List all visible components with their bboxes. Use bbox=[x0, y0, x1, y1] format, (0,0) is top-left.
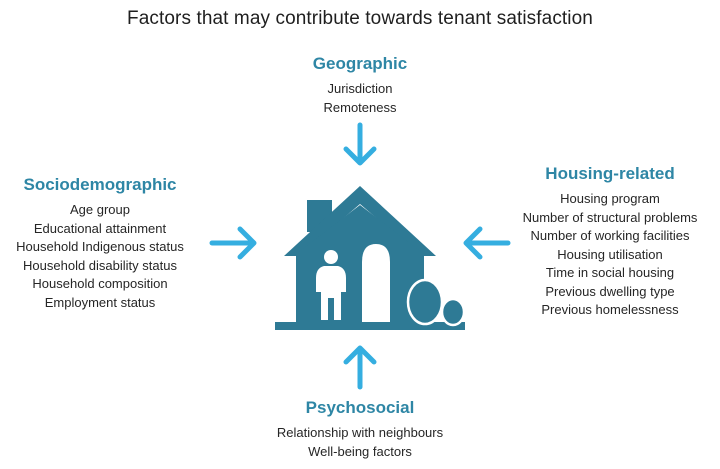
factor-item: Housing utilisation bbox=[557, 246, 663, 262]
arrow-up-icon bbox=[343, 345, 377, 390]
group-heading-sociodemographic: Sociodemographic bbox=[23, 175, 177, 194]
factor-item: Time in social housing bbox=[545, 265, 675, 280]
group-heading-geographic: Geographic bbox=[312, 54, 408, 73]
factor-item: Jurisdiction bbox=[327, 81, 393, 96]
group-geographic: Geographic Jurisdiction Remoteness bbox=[250, 54, 470, 117]
house-roof bbox=[284, 186, 436, 256]
arrow-left-icon bbox=[463, 226, 511, 260]
factor-item: Number of working facilities bbox=[530, 228, 690, 243]
factor-item: Previous homelessness bbox=[541, 302, 679, 317]
factor-item: Housing program bbox=[560, 191, 660, 206]
factor-item: Relationship with neighbours bbox=[276, 425, 444, 440]
group-items-sociodemographic: Age group Educational attainment Househo… bbox=[0, 201, 200, 312]
group-heading-housing-related: Housing-related bbox=[545, 164, 675, 183]
door-icon bbox=[362, 244, 390, 322]
diagram-title: Factors that may contribute towards tena… bbox=[127, 8, 593, 29]
person-icon bbox=[316, 250, 346, 320]
factor-item: Household Indigenous status bbox=[16, 239, 184, 254]
group-heading-psychosocial: Psychosocial bbox=[305, 398, 415, 417]
group-housing-related: Housing-related Housing program Number o… bbox=[500, 164, 720, 320]
shrub-icon bbox=[406, 278, 466, 327]
arrow-down-icon bbox=[343, 122, 377, 166]
factor-item: Number of structural problems bbox=[522, 209, 698, 225]
factor-item: Previous dwelling type bbox=[545, 283, 675, 299]
factor-item: Well-being factors bbox=[308, 443, 412, 459]
arrow-right-icon bbox=[209, 226, 257, 260]
factor-item: Household composition bbox=[32, 276, 168, 291]
group-items-psychosocial: Relationship with neighbours Well-being … bbox=[230, 424, 490, 461]
group-items-geographic: Jurisdiction Remoteness bbox=[250, 80, 470, 117]
factor-item: Age group bbox=[70, 202, 130, 217]
group-sociodemographic: Sociodemographic Age group Educational a… bbox=[0, 175, 200, 312]
factor-item: Educational attainment bbox=[33, 220, 167, 236]
factor-item: Household disability status bbox=[23, 257, 177, 273]
factor-item: Remoteness bbox=[323, 99, 397, 115]
group-psychosocial: Psychosocial Relationship with neighbour… bbox=[230, 398, 490, 461]
house-base bbox=[275, 322, 465, 330]
factor-item: Employment status bbox=[44, 294, 156, 310]
group-items-housing-related: Housing program Number of structural pro… bbox=[500, 190, 720, 320]
